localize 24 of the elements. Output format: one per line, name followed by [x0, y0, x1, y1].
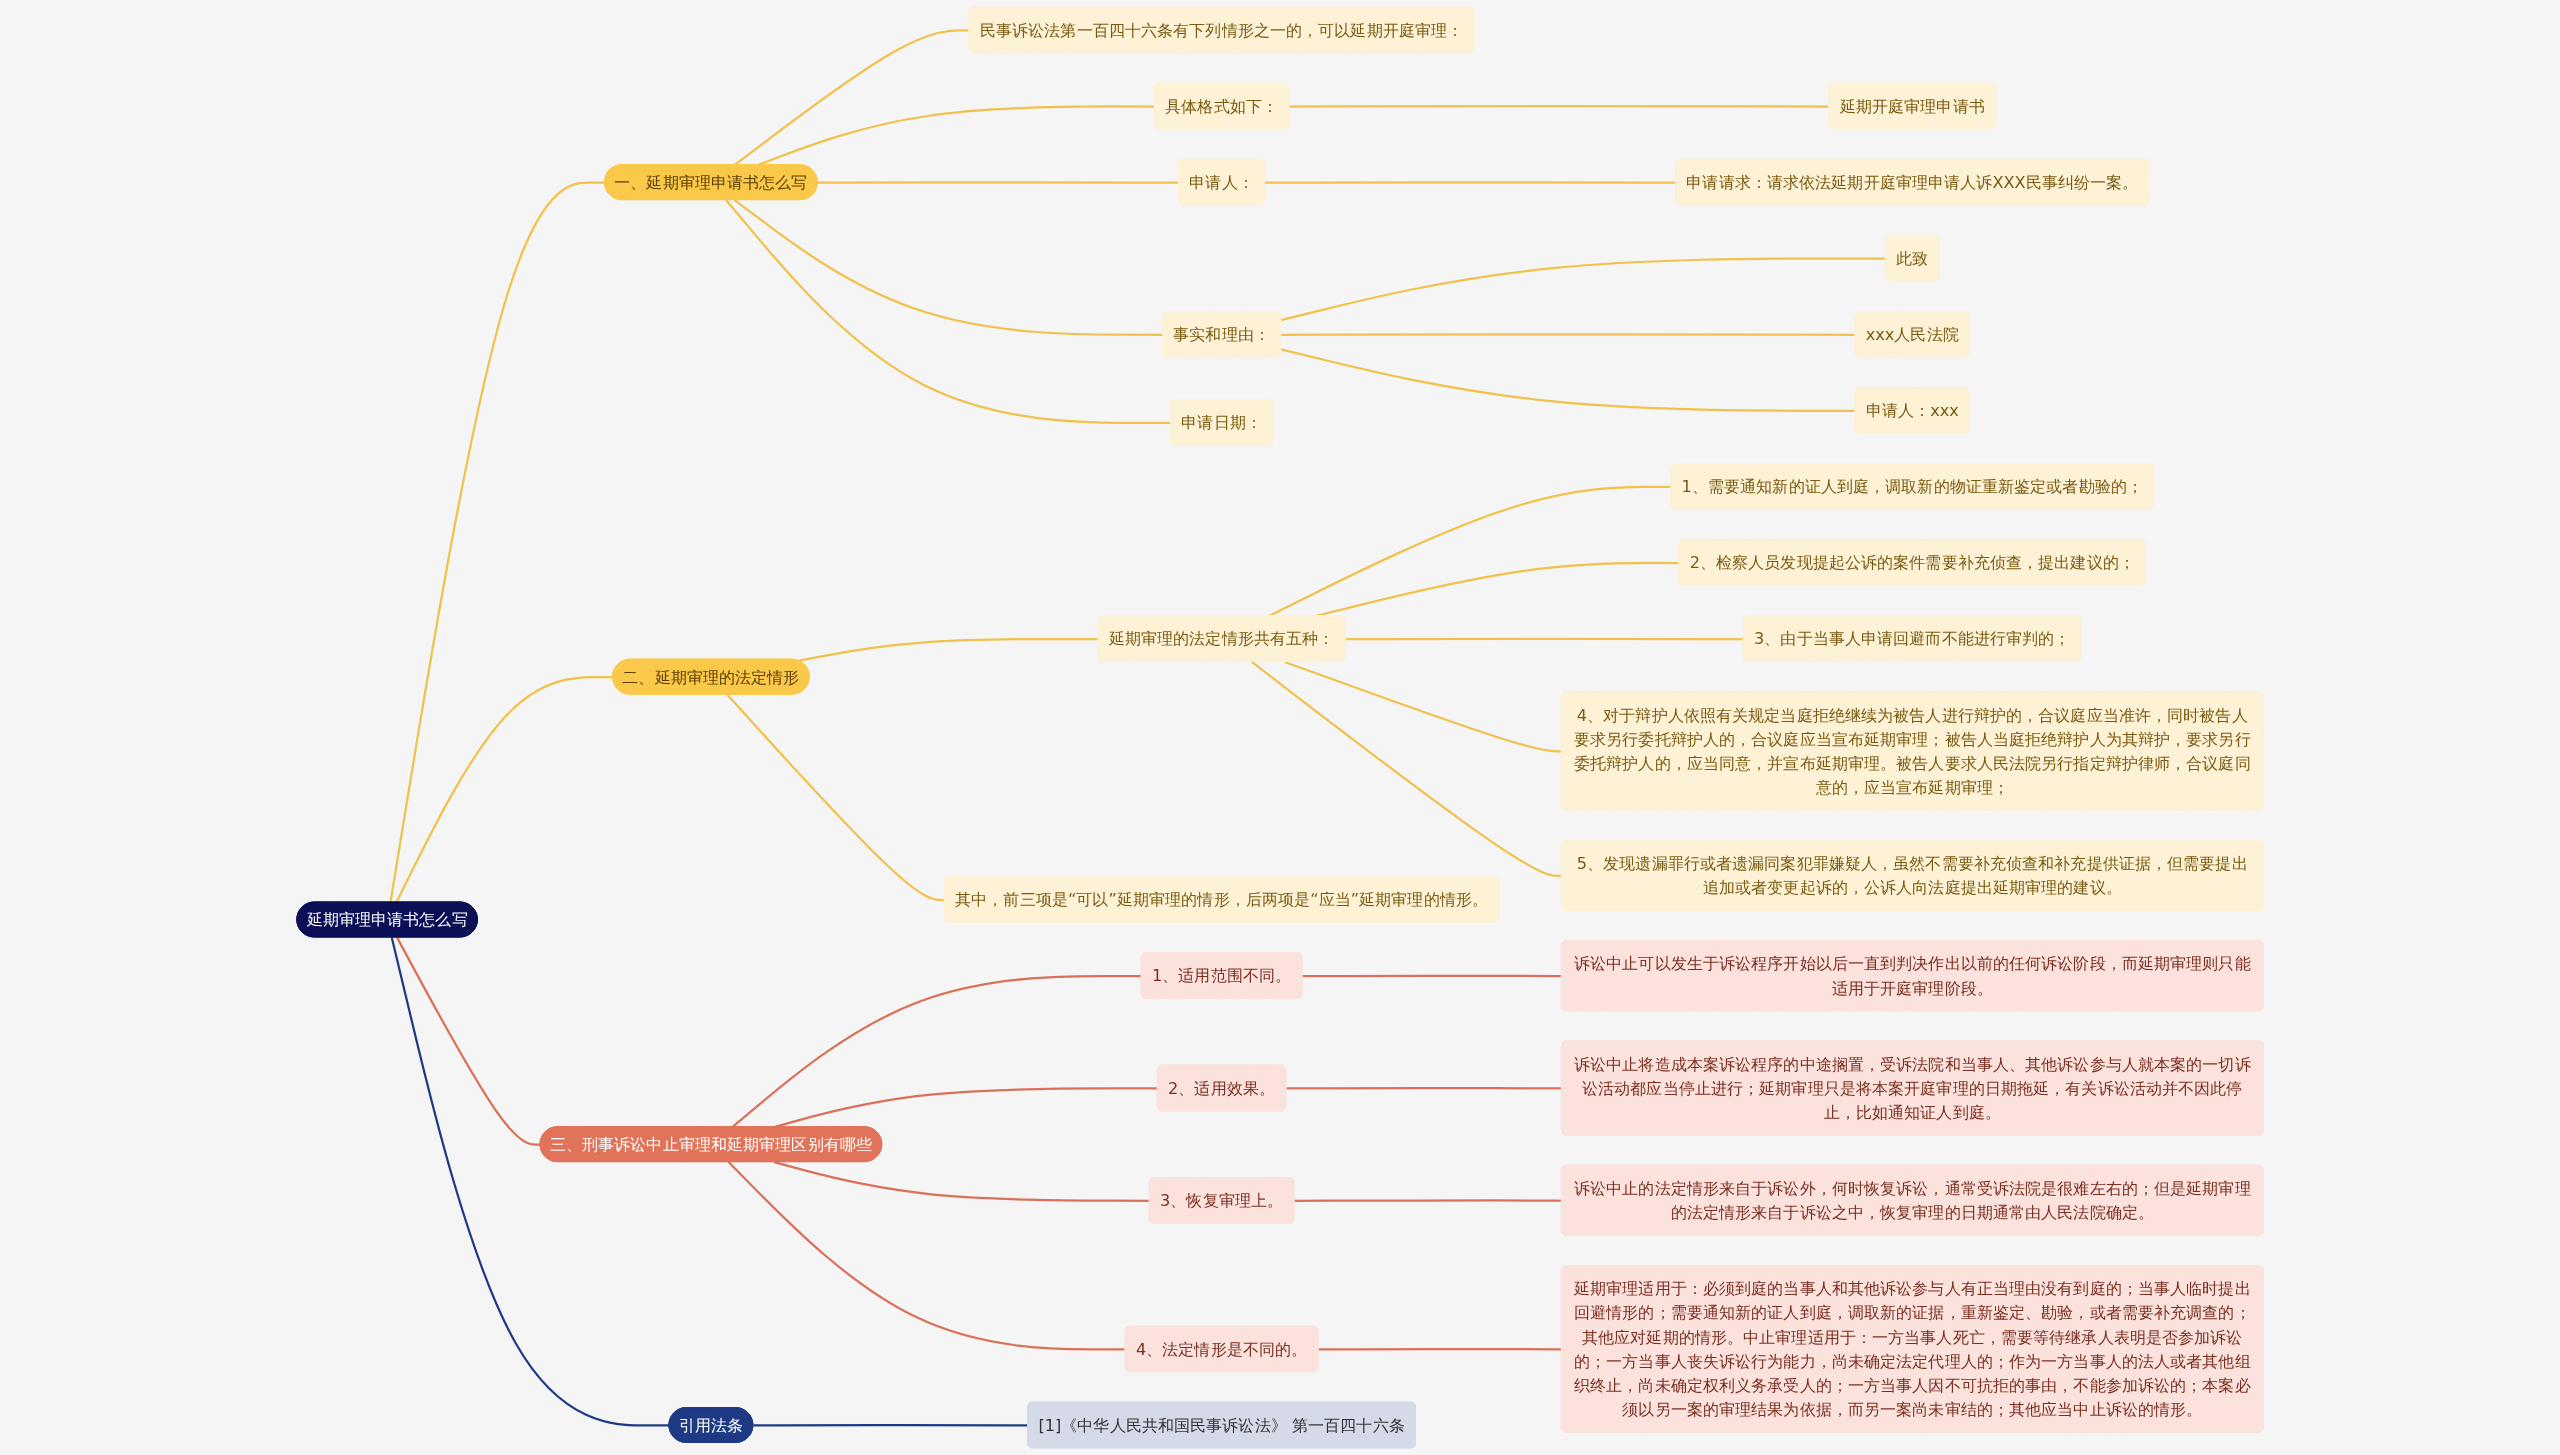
connector	[1345, 637, 1744, 641]
connector	[1265, 181, 1676, 184]
connector	[1289, 105, 1830, 108]
connector	[1294, 1199, 1562, 1202]
connector	[1280, 348, 1856, 412]
connector	[725, 199, 1171, 425]
connector	[753, 1424, 1029, 1427]
connector	[395, 675, 613, 903]
connector	[1281, 333, 1856, 336]
connector	[396, 936, 541, 1146]
connector	[389, 181, 605, 903]
connector	[390, 937, 670, 1427]
connector	[773, 1161, 1150, 1202]
connector	[798, 637, 1099, 662]
connector	[1318, 1347, 1562, 1351]
connector	[733, 199, 1163, 336]
connector	[1251, 661, 1562, 877]
connector	[817, 181, 1180, 184]
connector	[1302, 974, 1562, 978]
connector	[726, 693, 945, 902]
connector	[727, 1161, 1126, 1351]
connector	[1280, 257, 1886, 322]
connector	[1286, 1087, 1562, 1090]
connector	[1284, 660, 1562, 753]
